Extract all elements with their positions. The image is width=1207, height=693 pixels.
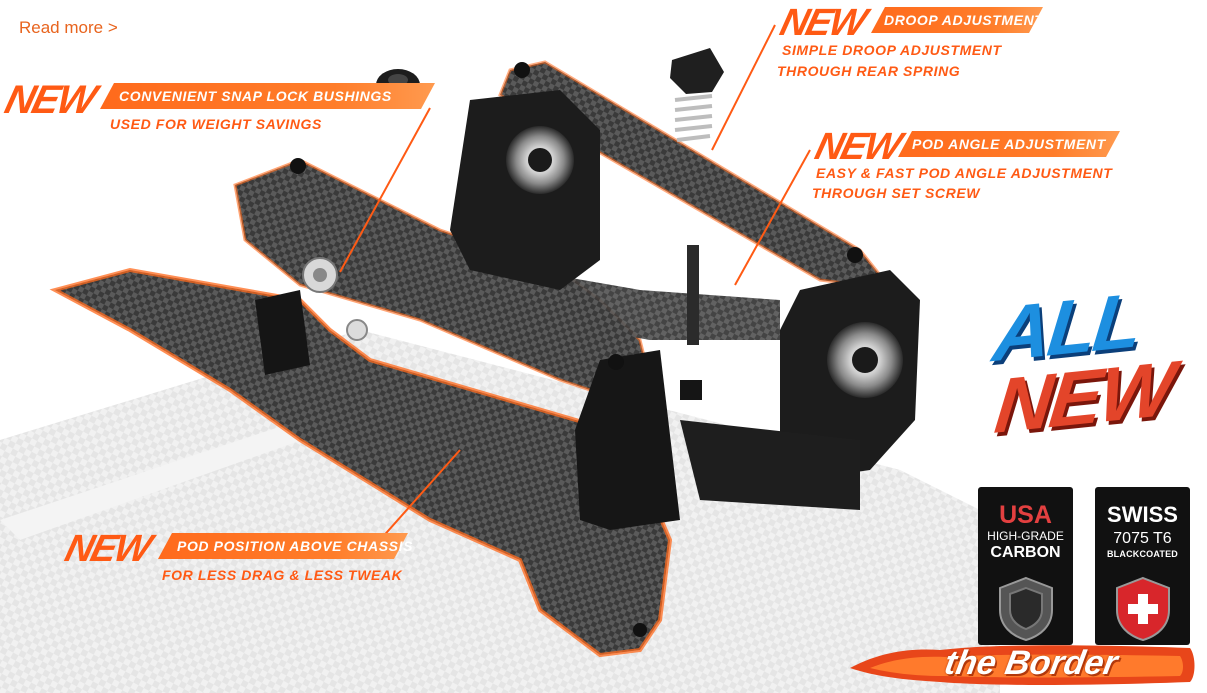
front-post-left (255, 290, 310, 375)
badge-usa-line1: HIGH-GRADE (987, 529, 1064, 543)
callout-subtitle: SIMPLE DROOP ADJUSTMENT (782, 42, 1002, 58)
droop-cap (670, 48, 724, 94)
callout-droop: NEW DROOP ADJUSTMENT SIMPLE DROOP ADJUST… (775, 2, 1055, 84)
chassis-plate-edge (0, 420, 330, 540)
flame-icon (850, 645, 1195, 685)
usa-carbon-badge: USA HIGH-GRADE CARBON (978, 487, 1073, 645)
callout-pod-position: NEW POD POSITION ABOVE CHASSIS FOR LESS … (60, 528, 420, 590)
leader-snap (339, 107, 431, 273)
callout-subtitle: THROUGH SET SCREW (812, 185, 981, 201)
rear-block (680, 420, 860, 510)
callout-subtitle: FOR LESS DRAG & LESS TWEAK (162, 567, 403, 583)
callout-title: POD POSITION ABOVE CHASSIS (177, 538, 414, 554)
callout-subtitle: EASY & FAST POD ANGLE ADJUSTMENT (816, 165, 1113, 181)
badge-swiss-line1: 7075 T6 (1113, 530, 1172, 547)
callout-subtitle: USED FOR WEIGHT SAVINGS (110, 116, 322, 132)
callout-band (158, 533, 408, 559)
callout-title: POD ANGLE ADJUSTMENT (912, 136, 1106, 152)
leader-pod-angle (734, 149, 811, 286)
set-screw (687, 245, 699, 345)
callout-title: CONVENIENT SNAP LOCK BUSHINGS (119, 88, 392, 104)
front-post-center (575, 350, 680, 530)
badge-swiss-title: SWISS (1107, 502, 1178, 527)
all-new-line2: NEW (990, 344, 1177, 450)
callout-band (898, 131, 1120, 157)
ball-stud (346, 319, 368, 341)
swiss-shield-icon (1115, 576, 1170, 642)
callout-title: DROOP ADJUSTMENT (884, 12, 1044, 28)
new-label: NEW (0, 78, 99, 122)
leader-pod-position (379, 449, 461, 541)
callout-pod-angle: NEW POD ANGLE ADJUSTMENT EASY & FAST POD… (810, 126, 1130, 208)
the-border-logo: the Border (850, 642, 1200, 687)
pod-plate (49, 267, 673, 658)
badge-swiss-line2: BLACKCOATED (1106, 549, 1179, 559)
new-label: NEW (60, 528, 155, 570)
all-new-stamp: ALL NEW (985, 276, 1185, 450)
badge-usa-line2: CARBON (990, 544, 1061, 561)
droop-spring (674, 94, 713, 142)
swiss-alu-badge: SWISS 7075 T6 BLACKCOATED (1095, 487, 1190, 645)
callout-band (100, 83, 435, 109)
callout-band (871, 7, 1043, 33)
logo-text: the Border (941, 644, 1121, 682)
new-label: NEW (775, 2, 870, 44)
carbon-shield-icon (998, 576, 1053, 642)
leader-droop (711, 24, 776, 151)
read-more-link[interactable]: Read more > (19, 18, 118, 37)
badge-usa-title: USA (999, 501, 1052, 529)
callout-subtitle: THROUGH REAR SPRING (777, 63, 961, 79)
callout-snap-lock: NEW CONVENIENT SNAP LOCK BUSHINGS USED F… (0, 78, 440, 140)
